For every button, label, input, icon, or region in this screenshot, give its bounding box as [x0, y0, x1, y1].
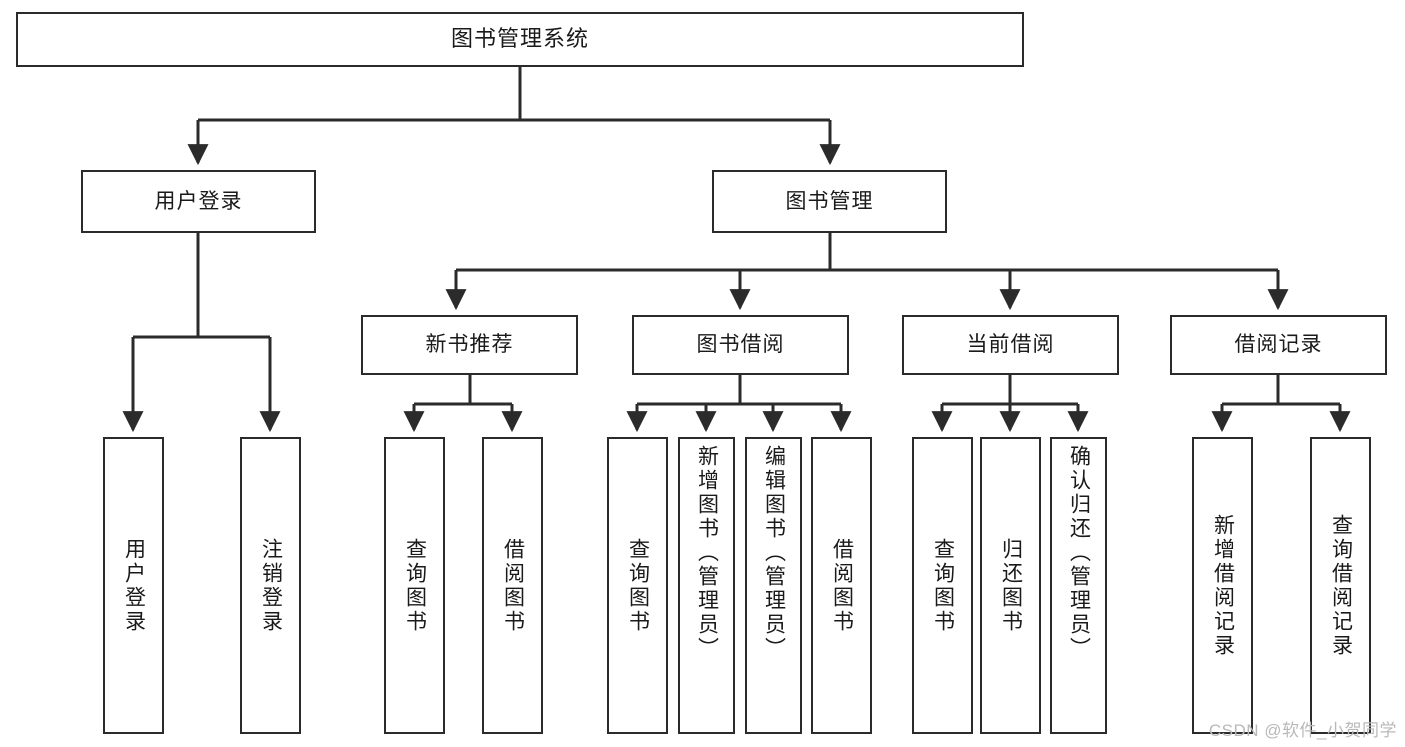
node-label: 查询借阅记录 [1329, 513, 1353, 658]
node-borrow-records[interactable]: 借阅记录 [1170, 315, 1387, 375]
node-label: 确认归还（管理员） [1067, 445, 1091, 661]
node-label: 图书借阅 [696, 333, 785, 357]
leaf-borrow-record-add[interactable]: 新增借阅记录 [1192, 437, 1253, 734]
node-label: 当前借阅 [966, 333, 1055, 357]
leaf-book-borrow-add[interactable]: 新增图书（管理员） [678, 437, 735, 734]
leaf-borrow-record-query[interactable]: 查询借阅记录 [1310, 437, 1371, 734]
leaf-book-borrow-edit[interactable]: 编辑图书（管理员） [745, 437, 802, 734]
leaf-current-borrow-return[interactable]: 归还图书 [980, 437, 1041, 734]
node-label: 归还图书 [999, 537, 1023, 634]
leaf-current-borrow-query[interactable]: 查询图书 [912, 437, 973, 734]
node-book-borrow[interactable]: 图书借阅 [632, 315, 849, 375]
node-label: 借阅记录 [1234, 333, 1323, 357]
node-label: 注销登录 [259, 537, 283, 634]
node-current-borrow[interactable]: 当前借阅 [902, 315, 1119, 375]
node-label: 新增借阅记录 [1211, 513, 1235, 658]
leaf-new-book-borrow[interactable]: 借阅图书 [482, 437, 543, 734]
node-book-management[interactable]: 图书管理 [712, 170, 947, 233]
node-label: 查询图书 [931, 537, 955, 634]
node-label: 查询图书 [403, 537, 427, 634]
node-label: 借阅图书 [830, 537, 854, 634]
node-new-book-recommend[interactable]: 新书推荐 [361, 315, 578, 375]
leaf-user-login-login[interactable]: 用户登录 [103, 437, 164, 734]
leaf-user-login-logout[interactable]: 注销登录 [240, 437, 301, 734]
leaf-current-borrow-confirm-return[interactable]: 确认归还（管理员） [1050, 437, 1107, 734]
node-label: 图书管理 [785, 189, 874, 213]
node-root-book-management-system[interactable]: 图书管理系统 [16, 12, 1024, 67]
node-label: 用户登录 [154, 189, 243, 213]
leaf-new-book-query[interactable]: 查询图书 [384, 437, 445, 734]
node-label: 新增图书（管理员） [695, 445, 719, 661]
node-label: 查询图书 [626, 537, 650, 634]
node-label: 借阅图书 [501, 537, 525, 634]
leaf-book-borrow-borrow[interactable]: 借阅图书 [811, 437, 872, 734]
leaf-book-borrow-query[interactable]: 查询图书 [607, 437, 668, 734]
node-user-login[interactable]: 用户登录 [81, 170, 316, 233]
node-label: 用户登录 [122, 537, 146, 634]
node-label: 编辑图书（管理员） [762, 445, 786, 661]
watermark: CSDN @软件_小贺同学 [1208, 721, 1397, 740]
node-label: 图书管理系统 [450, 26, 589, 52]
node-label: 新书推荐 [425, 333, 514, 357]
